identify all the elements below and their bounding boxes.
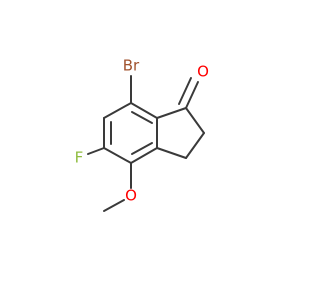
bond-c4-c3a — [130, 147, 158, 164]
methoxy-oxygen-atom-label: O — [125, 187, 137, 205]
bond-c5-f — [87, 147, 105, 155]
bond-c7a-c7-inner — [131, 111, 153, 124]
bond-c2-c3 — [185, 132, 205, 159]
bond-c7a-c7 — [130, 102, 158, 119]
fluorine-atom-label: F — [75, 149, 84, 167]
bond-o-methyl — [103, 199, 125, 212]
bond-c1-o-carbonyl-second — [178, 77, 192, 105]
bond-c5-c4 — [103, 147, 132, 164]
bond-c7a-c1 — [156, 107, 187, 119]
bond-c3-c3a — [156, 147, 187, 159]
bond-c1-o-carbonyl — [185, 81, 199, 109]
molecule-structure: Br O F O — [75, 57, 209, 212]
bond-c7-c6 — [103, 102, 132, 119]
ketone-oxygen-atom-label: O — [197, 63, 209, 81]
bromine-atom-label: Br — [123, 57, 140, 75]
bond-c4-c3a-inner — [131, 142, 153, 155]
bond-c1-c2 — [185, 107, 205, 134]
molecule-structure-canvas: Br O F O — [75, 57, 209, 212]
